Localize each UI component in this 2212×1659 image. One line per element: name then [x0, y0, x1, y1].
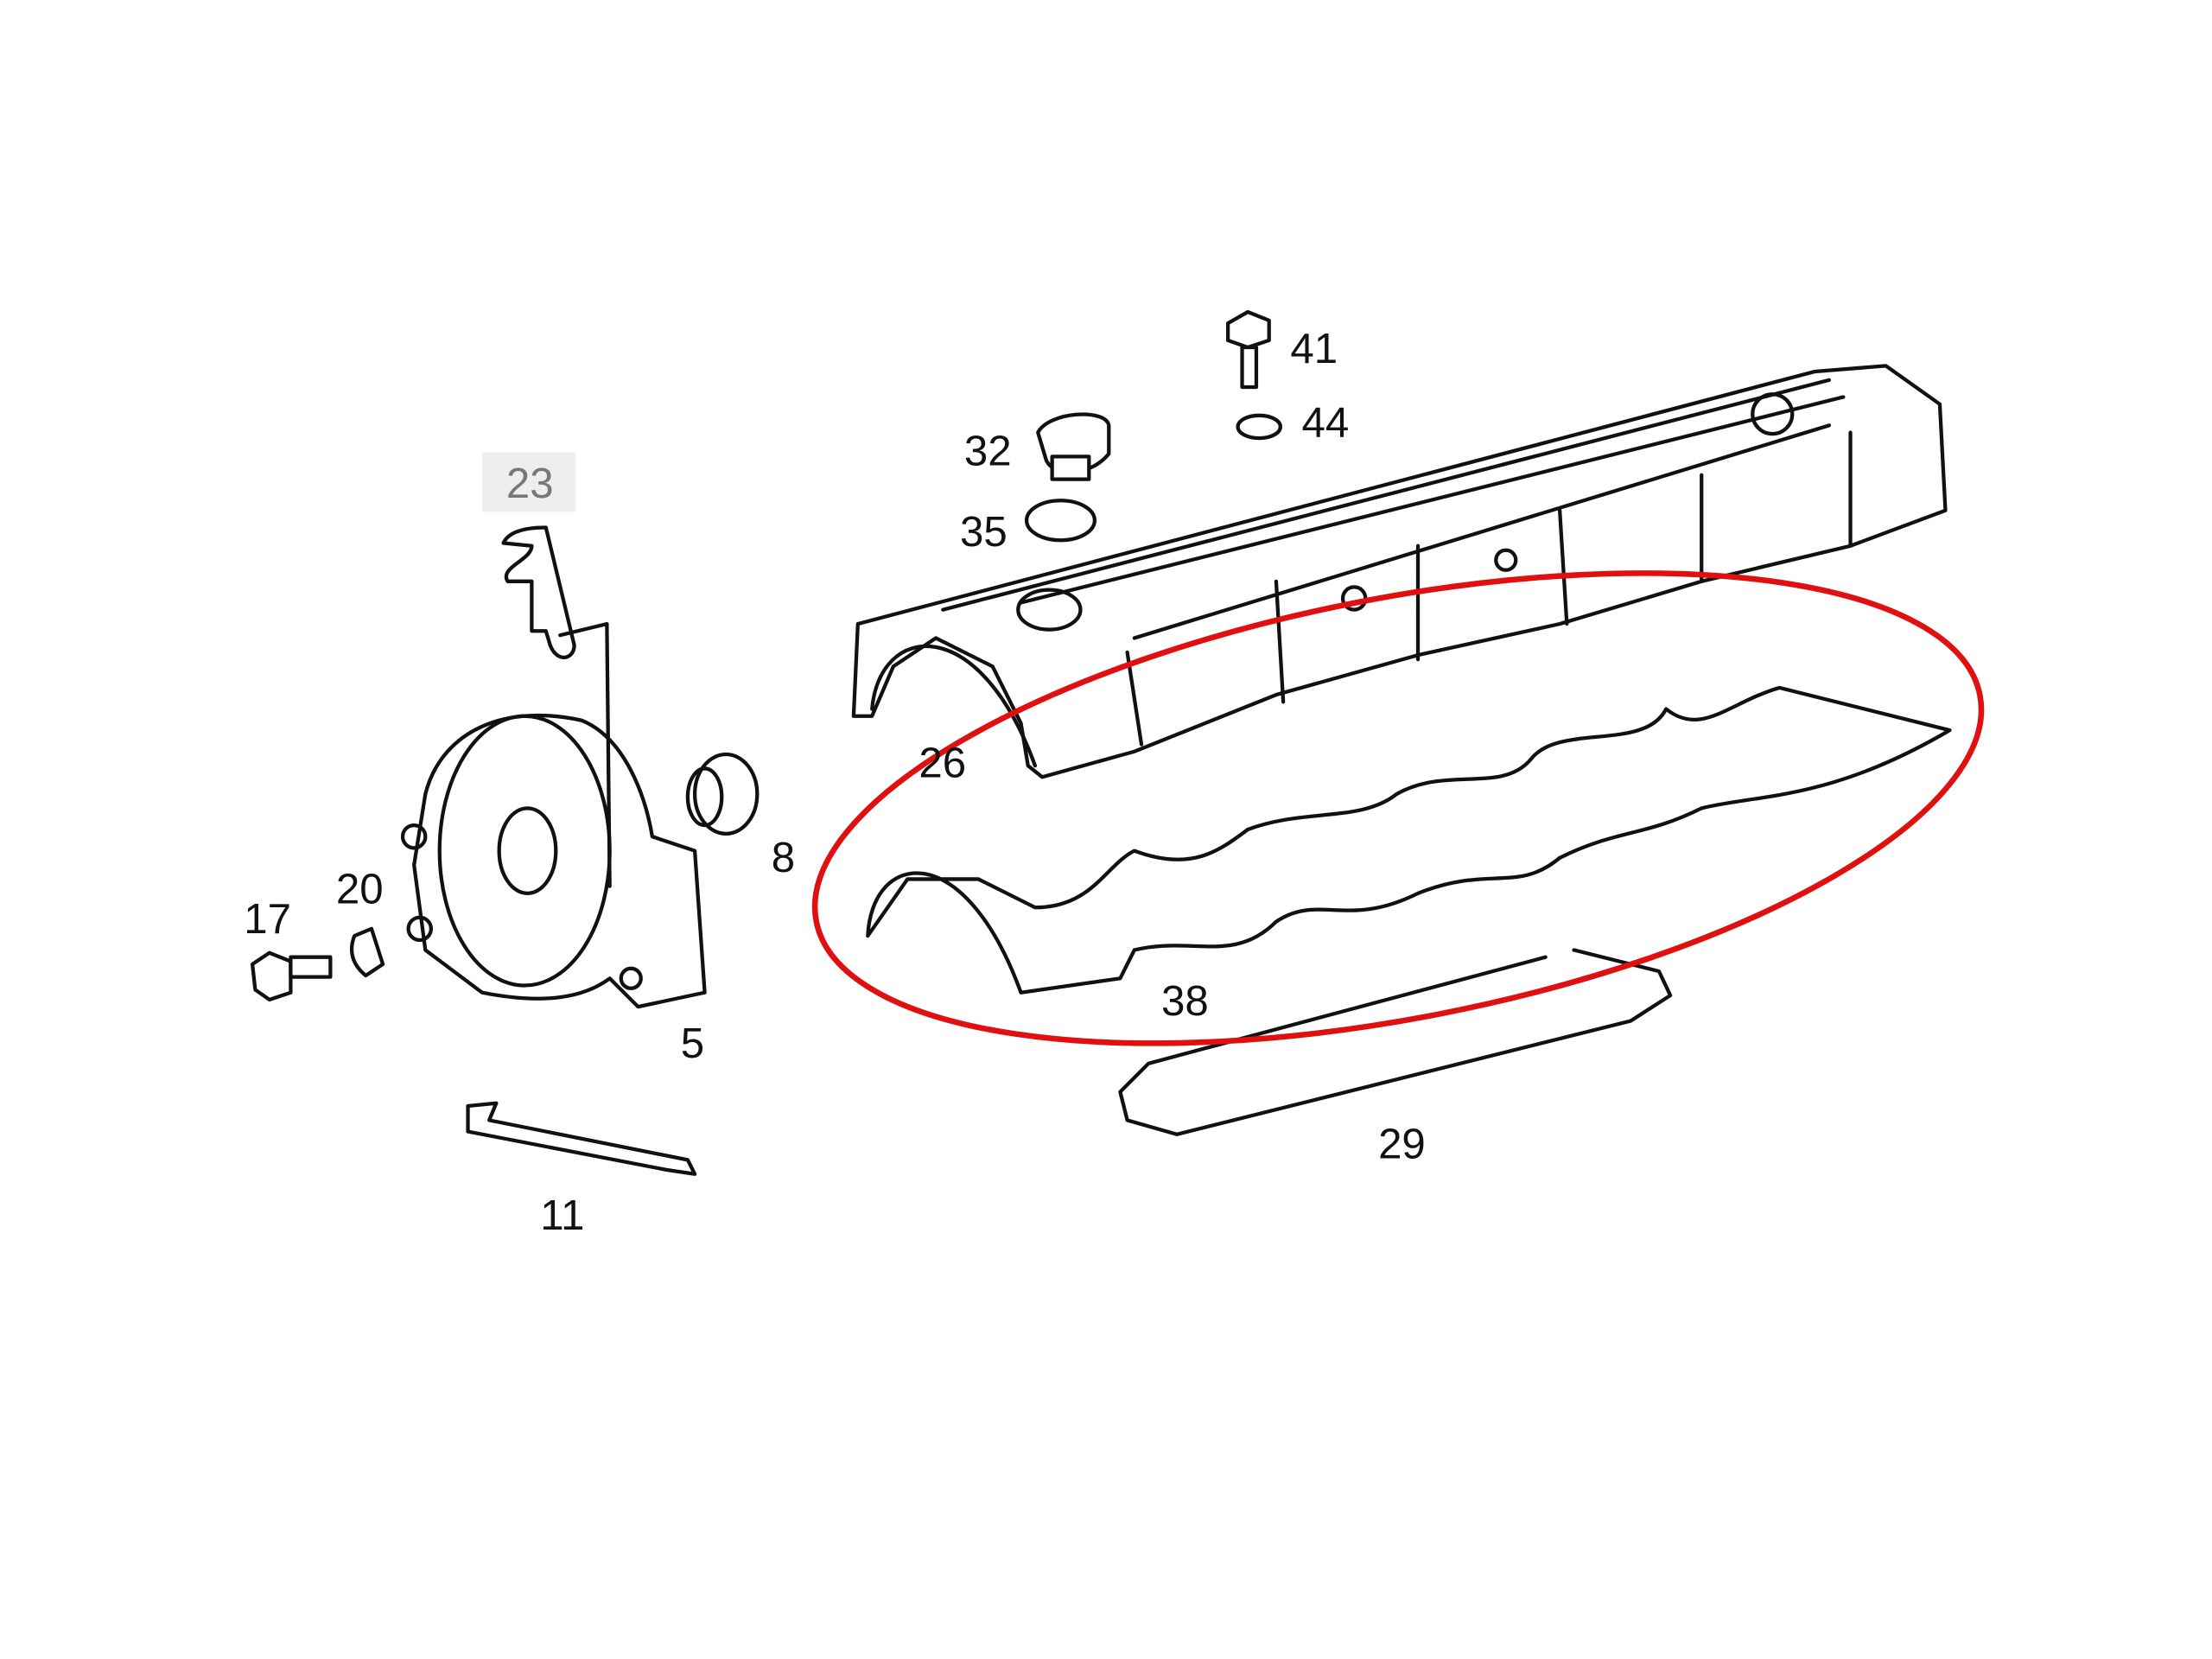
pump-5 [400, 713, 707, 1009]
label-11[interactable]: 11 [540, 1192, 584, 1239]
seal-ring-35 [1024, 499, 1097, 543]
label-32[interactable]: 32 [964, 427, 1012, 474]
gasket-38 [866, 685, 1952, 995]
label-23-highlight [481, 452, 576, 512]
label-8[interactable]: 8 [772, 834, 795, 881]
label-20[interactable]: 20 [336, 865, 384, 912]
clip-20 [350, 926, 385, 978]
label-41[interactable]: 41 [1290, 325, 1338, 372]
bolt-41 [1225, 309, 1271, 390]
label-35[interactable]: 35 [960, 508, 1007, 556]
valve-cover [851, 364, 1948, 779]
gasket-29 [1118, 948, 1673, 1136]
label-23[interactable]: 23 [506, 460, 554, 507]
highlight-circle [811, 570, 1985, 1046]
label-17[interactable]: 17 [244, 895, 291, 943]
label-29[interactable]: 29 [1378, 1121, 1426, 1168]
washer-44 [1236, 413, 1282, 441]
label-38[interactable]: 38 [1161, 977, 1209, 1025]
filler-cap-32 [1036, 412, 1111, 481]
label-26[interactable]: 26 [918, 739, 966, 786]
bolt-17 [250, 950, 333, 1002]
line-11 [466, 1101, 697, 1176]
label-5[interactable]: 5 [681, 1020, 704, 1067]
bracket-23 [501, 525, 612, 888]
label-44[interactable]: 44 [1301, 398, 1349, 446]
bearing-8 [685, 752, 760, 836]
